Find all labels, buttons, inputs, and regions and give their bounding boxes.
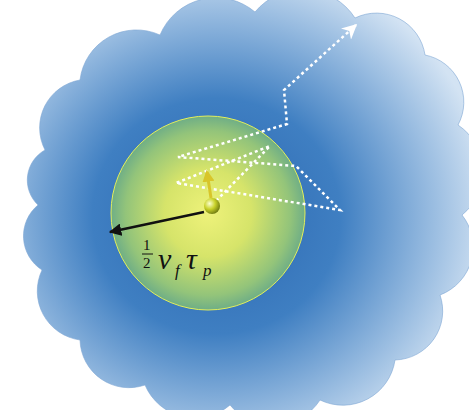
fraction-numerator: 1	[143, 238, 151, 253]
velocity-symbol: v	[158, 244, 171, 274]
fraction-denominator: 2	[143, 256, 151, 271]
spin-arrow	[207, 172, 211, 198]
coherence-region	[111, 116, 305, 310]
electron-cloud	[23, 0, 469, 410]
time-symbol: τ	[186, 244, 197, 274]
time-subscript: p	[203, 262, 212, 279]
radius-arrow	[110, 212, 204, 232]
velocity-subscript: f	[175, 262, 180, 279]
particle	[204, 198, 220, 214]
fraction-bar	[142, 254, 153, 255]
random-walk-path	[176, 25, 356, 210]
